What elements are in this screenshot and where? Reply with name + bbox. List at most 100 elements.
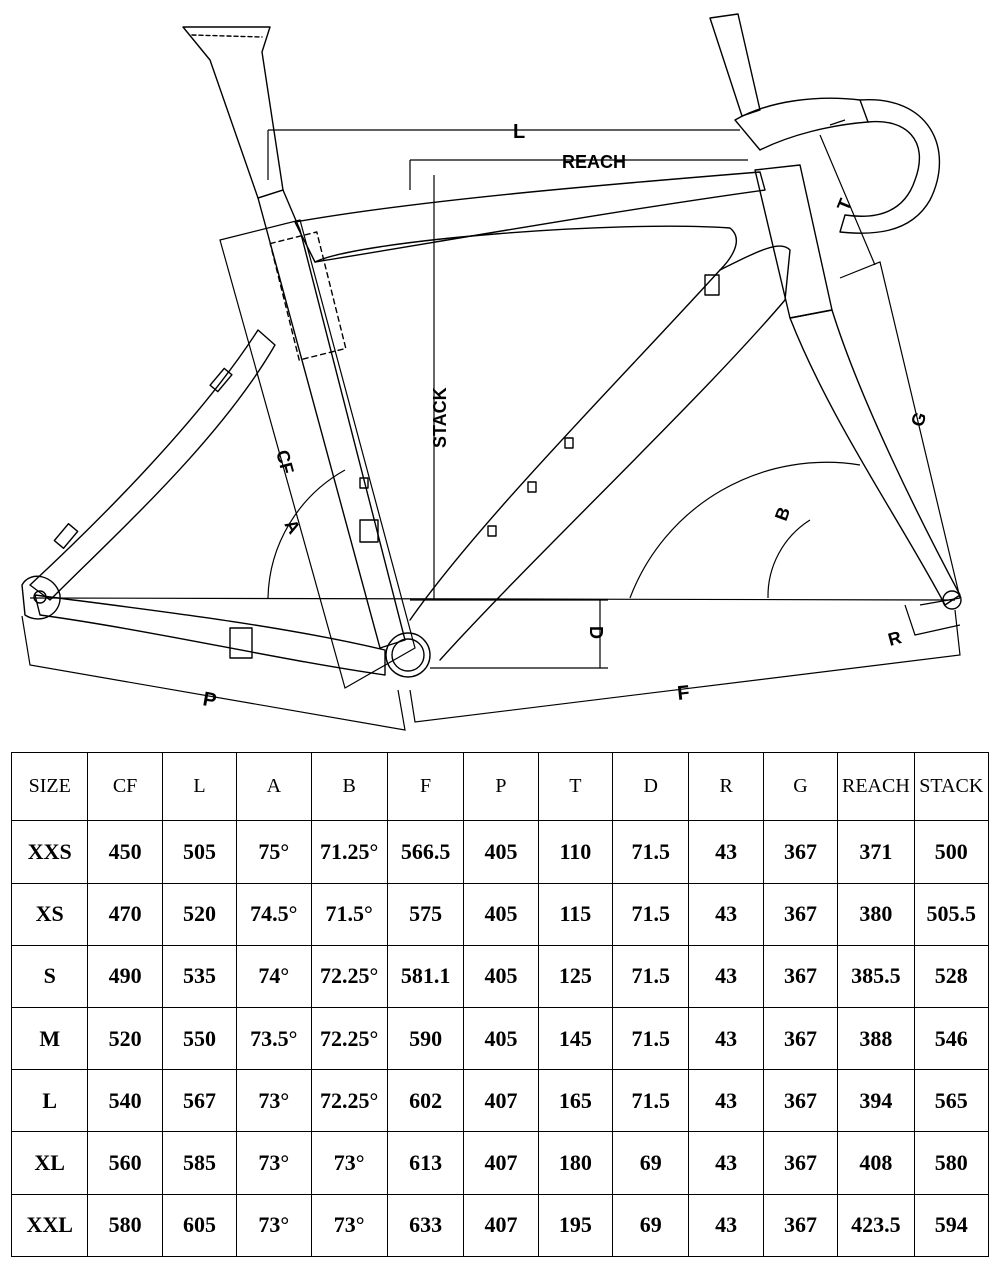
label-g: G (907, 409, 931, 429)
table-cell: 73° (310, 1193, 388, 1258)
table-cell: 407 (463, 1069, 539, 1133)
table-cell: 125 (537, 944, 614, 1008)
table-cell: 405 (463, 882, 539, 946)
table-cell: 371 (837, 820, 915, 884)
bottom-bracket (385, 632, 431, 678)
table-cell: 546 (913, 1006, 990, 1071)
table-cell: 73° (236, 1193, 312, 1258)
table-cell: 385.5 (837, 944, 915, 1008)
table-cell: 74° (236, 944, 312, 1008)
table-cell: 180 (537, 1131, 614, 1195)
table-cell: 110 (537, 820, 614, 884)
table-cell: 115 (537, 882, 614, 946)
table-cell: 43 (688, 1006, 764, 1071)
table-cell: 71.25° (310, 820, 388, 884)
fork (789, 309, 961, 606)
size-cell: XS (10, 882, 89, 946)
table-cell: 73° (310, 1131, 388, 1195)
table-cell: 72.25° (310, 1069, 388, 1133)
table-cell: 405 (463, 1006, 539, 1071)
column-header: REACH (837, 751, 915, 822)
table-cell: 367 (762, 1006, 839, 1071)
size-cell: M (10, 1006, 89, 1071)
table-cell: 407 (463, 1131, 539, 1195)
table-cell: 565 (913, 1069, 990, 1133)
table-cell: 43 (688, 882, 764, 946)
table-cell: 367 (762, 1131, 839, 1195)
table-cell: 613 (386, 1131, 465, 1195)
column-header: SIZE (10, 751, 89, 822)
column-header: CF (87, 751, 163, 822)
table-cell: 71.5 (612, 820, 690, 884)
table-cell: 43 (688, 944, 764, 1008)
size-cell: XXL (10, 1193, 89, 1258)
label-b: B (771, 504, 794, 523)
table-cell: 560 (87, 1131, 163, 1195)
column-header: D (612, 751, 690, 822)
table-cell: 580 (913, 1131, 990, 1195)
label-t: T (833, 196, 856, 214)
table-cell: 367 (762, 1193, 839, 1258)
table-cell: 520 (161, 882, 238, 946)
label-l: L (513, 121, 525, 143)
table-cell: 505.5 (913, 882, 990, 946)
rear-dropout (21, 575, 61, 620)
table-cell: 528 (913, 944, 990, 1008)
column-header: B (310, 751, 388, 822)
table-cell: 594 (913, 1193, 990, 1258)
size-cell: XXS (10, 820, 89, 884)
size-cell: L (10, 1069, 89, 1133)
table-cell: 43 (688, 1193, 764, 1258)
table-cell: 590 (386, 1006, 465, 1071)
table-cell: 69 (612, 1131, 690, 1195)
column-header: F (386, 751, 465, 822)
table-cell: 540 (87, 1069, 163, 1133)
frame-geometry-diagram: L REACH STACK T G CF A B D R P F (21, 13, 962, 731)
table-cell: 407 (463, 1193, 539, 1258)
size-cell: S (10, 944, 89, 1008)
table-cell: 535 (161, 944, 238, 1008)
table-cell: 43 (688, 1069, 764, 1133)
table-cell: 580 (87, 1193, 163, 1258)
table-cell: 567 (161, 1069, 238, 1133)
table-cell: 69 (612, 1193, 690, 1258)
label-cf: CF (272, 448, 298, 476)
down-tube (439, 245, 791, 661)
table-cell: 71.5 (612, 944, 690, 1008)
table-cell: 367 (762, 944, 839, 1008)
table-cell: 73° (236, 1069, 312, 1133)
table-cell: 566.5 (386, 820, 465, 884)
table-cell: 72.25° (310, 1006, 388, 1071)
chain-stay (34, 594, 386, 676)
top-tube (294, 171, 766, 263)
label-r: R (886, 627, 904, 650)
table-cell: 500 (913, 820, 990, 884)
column-header: G (762, 751, 839, 822)
table-cell: 145 (537, 1006, 614, 1071)
table-cell: 575 (386, 882, 465, 946)
table-cell: 470 (87, 882, 163, 946)
label-d: D (586, 626, 606, 639)
table-cell: 405 (463, 820, 539, 884)
table-cell: 73° (236, 1131, 312, 1195)
seat-tube (257, 189, 406, 649)
table-cell: 450 (87, 820, 163, 884)
handlebar (839, 99, 941, 234)
column-header: A (236, 751, 312, 822)
table-cell: 490 (87, 944, 163, 1008)
table-cell: 367 (762, 882, 839, 946)
table-cell: 43 (688, 820, 764, 884)
table-cell: 550 (161, 1006, 238, 1071)
column-header: P (463, 751, 539, 822)
table-cell: 380 (837, 882, 915, 946)
size-cell: XL (10, 1131, 89, 1195)
label-reach: REACH (562, 152, 626, 172)
label-p: P (201, 688, 218, 712)
table-cell: 602 (386, 1069, 465, 1133)
table-cell: 195 (537, 1193, 614, 1258)
